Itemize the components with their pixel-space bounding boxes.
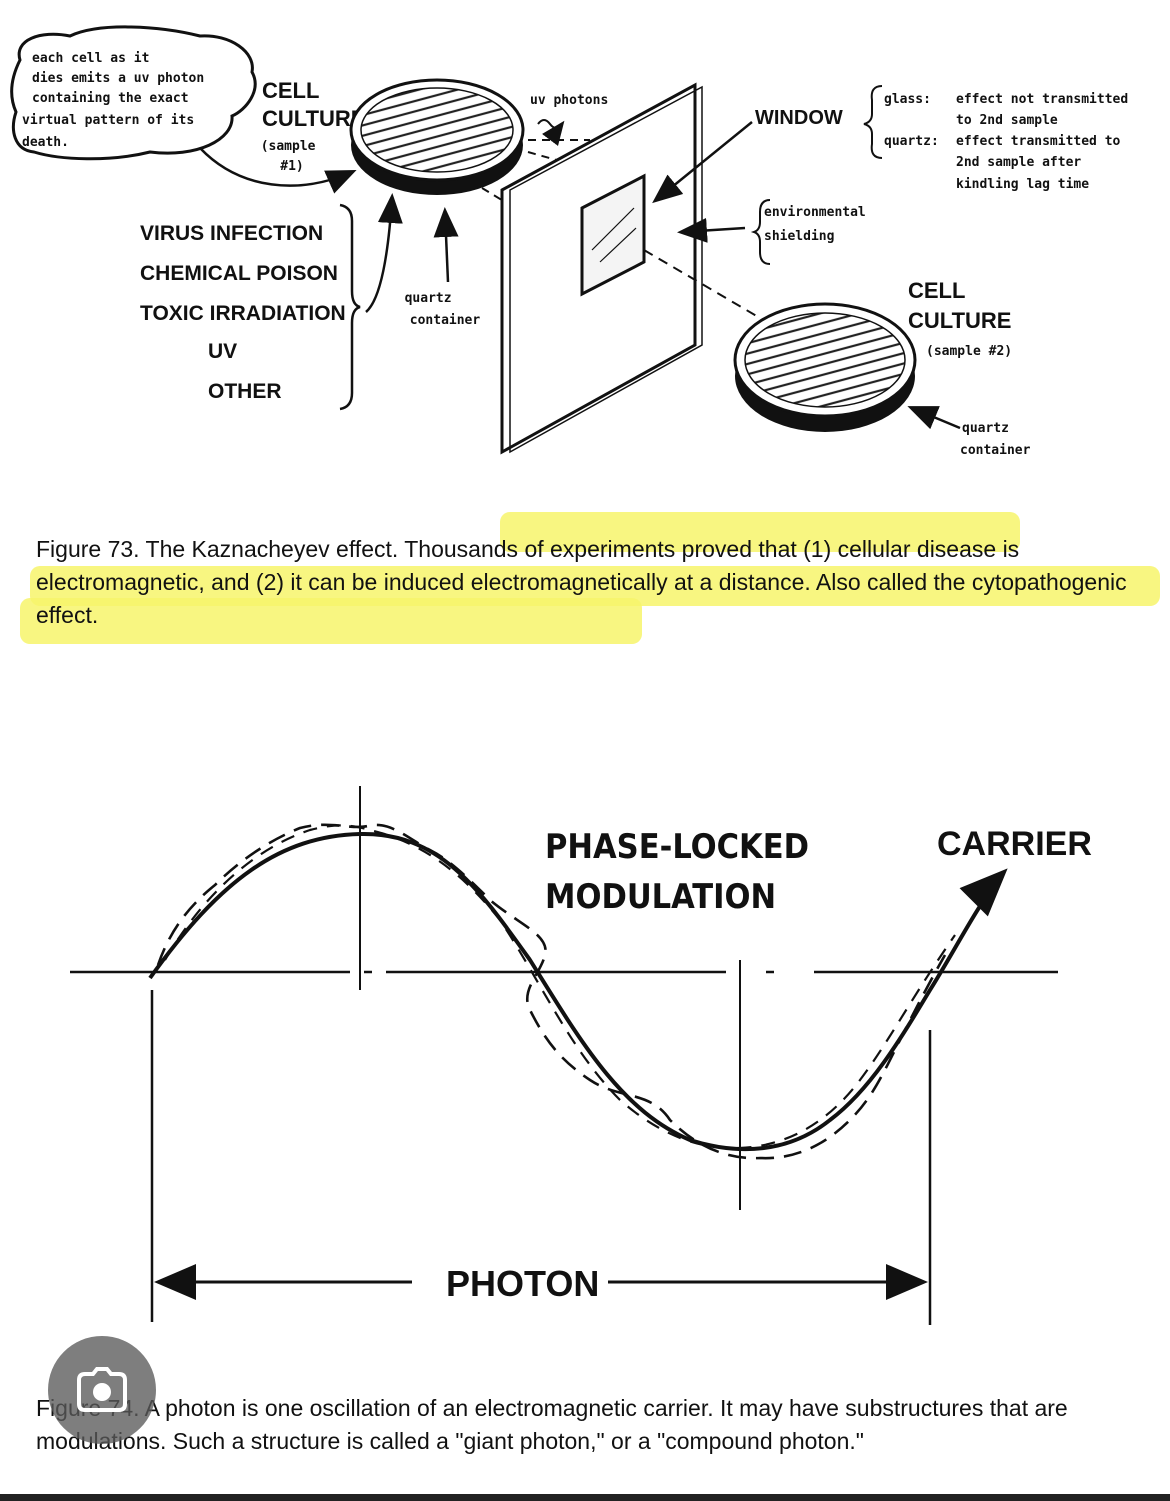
cause-4: UV — [208, 340, 237, 363]
notes-brace — [863, 85, 883, 159]
image-search-button[interactable] — [48, 1336, 156, 1444]
svg-text:PHASE-LOCKED MODULATION: PHASE-LOCKED MODULATION — [545, 827, 820, 917]
svg-text:(sample #1): (sample #1) — [261, 139, 324, 174]
svg-text:each cell as it dies emi: each cell as it dies emits a uv photon c… — [22, 51, 212, 150]
carrier-label: CARRIER — [937, 825, 1092, 863]
photon-arrow-right — [886, 1264, 928, 1300]
bubble-line-2: dies emits a uv photon — [32, 71, 204, 86]
modulation-label-1: PHASE-LOCKED — [545, 827, 809, 867]
carrier-wave — [148, 831, 1000, 1152]
figure-73-diagram: each cell as it dies emits a uv photon c… — [10, 25, 1136, 458]
svg-text:CELL CULTURE: CELL CULTURE — [262, 78, 365, 131]
quartz-note-1: effect transmitted to — [956, 134, 1121, 149]
uv-wave-icon — [537, 119, 565, 146]
quartz-container-2-line-1: quartz — [962, 421, 1009, 436]
causes-brace — [339, 203, 361, 411]
figure-74-diagram: PHASE-LOCKED MODULATION CARRIER PHOTON — [70, 786, 1092, 1325]
camera-lens-icon — [77, 1367, 127, 1412]
glass-note-2: to 2nd sample — [956, 113, 1058, 128]
window-label: WINDOW — [755, 107, 843, 129]
uv-photons-label: uv photons — [530, 93, 608, 108]
culture1-label-1: CELL — [262, 78, 319, 103]
petri-dish-2 — [733, 302, 917, 432]
culture2-label-2: CULTURE — [908, 308, 1011, 333]
shielding-panel — [500, 82, 703, 455]
svg-text:quartz container: quartz container — [405, 291, 481, 328]
bubble-arrow — [199, 147, 357, 194]
bubble-line-5: death. — [22, 135, 69, 150]
culture1-sub-1: (sample — [261, 139, 316, 154]
svg-text:CELL CULTURE: CELL CULTURE — [908, 278, 1011, 333]
modulation-label-2: MODULATION — [545, 877, 776, 917]
quartz-note-2: 2nd sample after — [956, 155, 1081, 170]
figure-74-caption: Figure 74. A photon is one oscillation o… — [36, 1395, 1068, 1454]
figure-73-caption: Figure 73. The Kaznacheyev effect. Thous… — [36, 533, 1151, 632]
highlight-stroke-1 — [500, 512, 1020, 552]
svg-text:glass: effect not transm: glass: effect not transmitted to 2nd sam… — [884, 92, 1136, 192]
culture2-label-1: CELL — [908, 278, 965, 303]
glass-note-1: effect not transmitted — [956, 92, 1128, 107]
petri-dish-1 — [349, 78, 525, 195]
shielding-brace — [750, 199, 771, 265]
shielding-note-1: environmental — [764, 205, 866, 220]
cause-1: VIRUS INFECTION — [140, 222, 323, 245]
shielding-note-2: shielding — [764, 229, 834, 244]
bottom-edge-bar — [0, 1494, 1170, 1501]
modulation-wave — [156, 823, 947, 1160]
cause-5: OTHER — [208, 380, 282, 403]
culture1-label-2: CULTURE — [262, 106, 365, 131]
svg-text:environmental shielding: environmental shielding — [764, 205, 874, 244]
highlight-stroke-3 — [20, 598, 642, 644]
svg-text:quartz container: quartz container — [960, 421, 1031, 458]
bubble-line-1: each cell as it — [32, 51, 149, 66]
quartz-note-3: kindling lag time — [956, 177, 1089, 192]
photon-label: PHOTON — [446, 1263, 599, 1304]
quartz-container-1-line-1: quartz — [405, 291, 452, 306]
note-bubble — [10, 25, 257, 161]
photon-arrow-left — [154, 1264, 196, 1300]
quartz-container-1-line-2: container — [410, 313, 481, 328]
bubble-line-3: containing the exact — [32, 91, 189, 106]
quartz-container-2-line-2: container — [960, 443, 1031, 458]
figure-73-caption-body: Thousands of experiments proved that (1)… — [36, 536, 1127, 628]
culture2-sub: (sample #2) — [926, 344, 1012, 359]
glass-key: glass: — [884, 92, 931, 107]
quartz-window — [580, 173, 646, 297]
svg-text:VIRUS INFECTION CHEMICAL: VIRUS INFECTION CHEMICAL POISON TOXIC IR… — [140, 222, 352, 403]
bubble-line-4: virtual pattern of its — [22, 113, 194, 128]
cause-2: CHEMICAL POISON — [140, 262, 338, 285]
culture1-sub-2: #1) — [280, 159, 303, 174]
cause-3: TOXIC IRRADIATION — [140, 302, 346, 325]
quartz-key: quartz: — [884, 134, 939, 149]
figure-73-caption-lead: Figure 73. The Kaznacheyev effect. — [36, 536, 405, 562]
